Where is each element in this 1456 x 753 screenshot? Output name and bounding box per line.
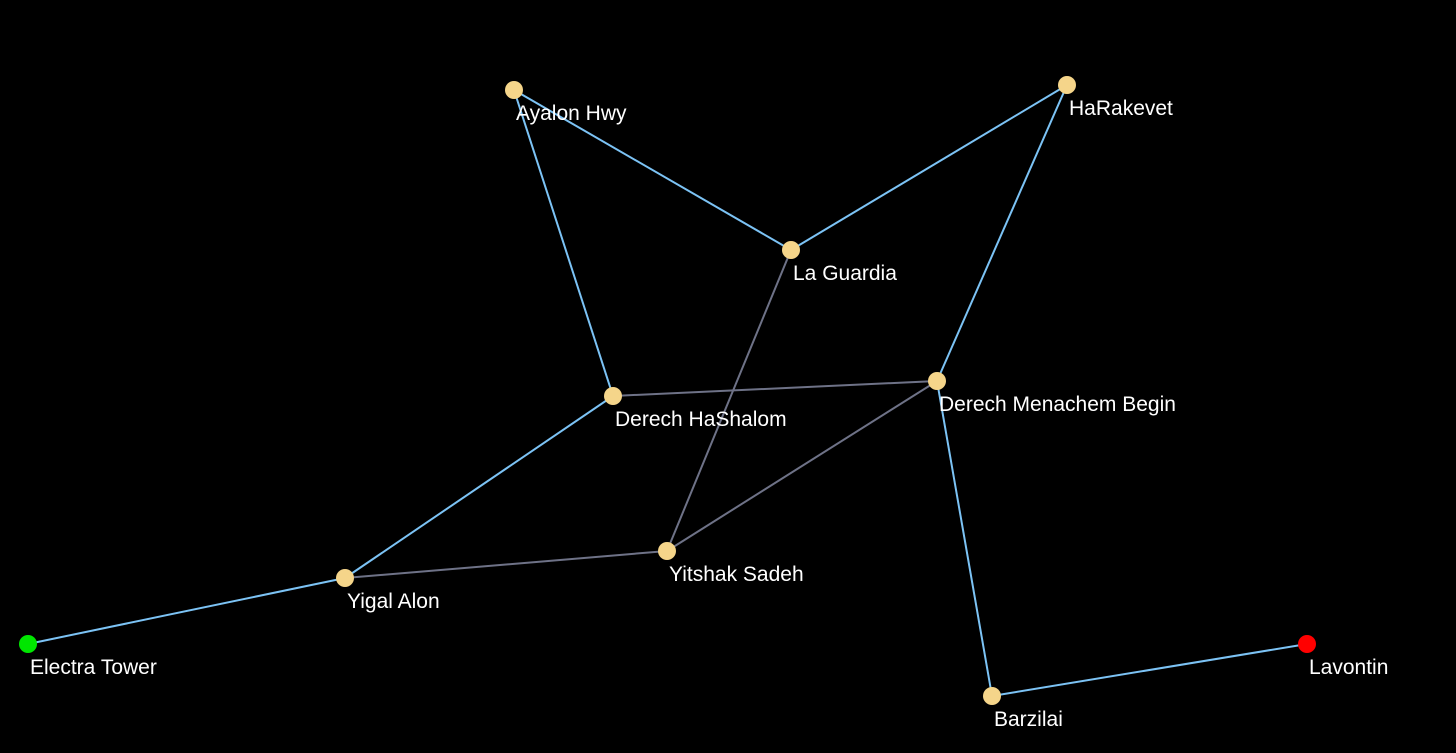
node-label-hashalom: Derech HaShalom [615, 408, 787, 431]
node-begin[interactable] [928, 372, 946, 390]
node-label-harakevet: HaRakevet [1069, 97, 1173, 120]
node-label-ayalon: Ayalon Hwy [516, 102, 627, 125]
node-barzilai[interactable] [983, 687, 1001, 705]
nodes-layer [19, 76, 1316, 705]
node-label-laguardia: La Guardia [793, 262, 897, 285]
node-hashalom[interactable] [604, 387, 622, 405]
node-label-begin: Derech Menachem Begin [939, 393, 1176, 416]
edge-electra-alon [27, 577, 346, 645]
edge-alon-sadeh [344, 550, 668, 579]
node-label-lavontin: Lavontin [1309, 656, 1388, 679]
node-label-electra: Electra Tower [30, 656, 157, 679]
edge-begin-sadeh [666, 380, 938, 552]
node-harakevet[interactable] [1058, 76, 1076, 94]
node-laguardia[interactable] [782, 241, 800, 259]
edge-laguardia-sadeh [666, 249, 792, 552]
edge-harakevet-begin [936, 84, 1068, 382]
node-alon[interactable] [336, 569, 354, 587]
node-electra[interactable] [19, 635, 37, 653]
edge-hashalom-begin [612, 380, 938, 397]
edge-hashalom-alon [344, 395, 614, 579]
node-sadeh[interactable] [658, 542, 676, 560]
node-label-sadeh: Yitshak Sadeh [669, 563, 804, 586]
edge-ayalon-hashalom [513, 89, 614, 397]
edge-ayalon-laguardia [513, 89, 792, 251]
edge-barzilai-lavontin [991, 643, 1308, 697]
edge-begin-barzilai [936, 380, 993, 697]
node-ayalon[interactable] [505, 81, 523, 99]
node-label-alon: Yigal Alon [347, 590, 440, 613]
edge-laguardia-harakevet [790, 84, 1068, 251]
edges-layer [27, 84, 1308, 697]
node-lavontin[interactable] [1298, 635, 1316, 653]
node-label-barzilai: Barzilai [994, 708, 1063, 731]
